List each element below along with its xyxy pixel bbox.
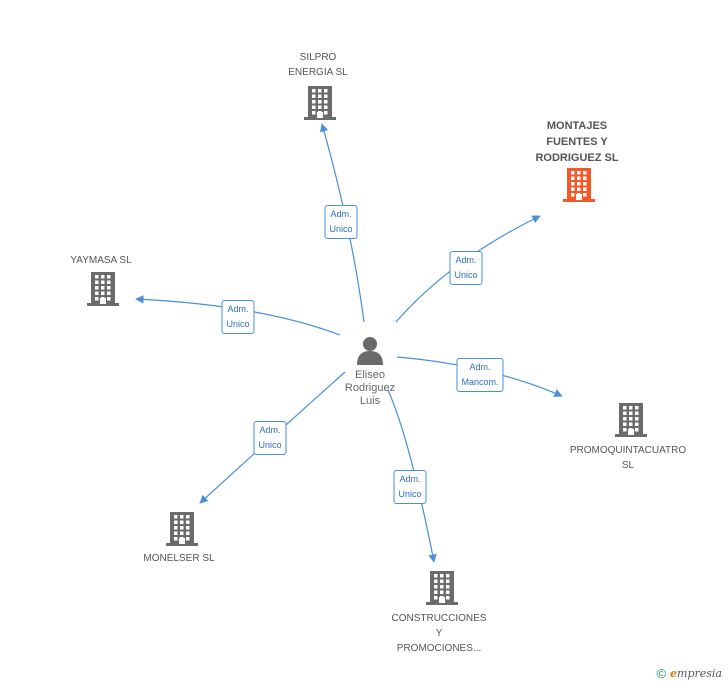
- copyright-symbol: ©: [656, 666, 667, 681]
- building-icon: [615, 403, 647, 442]
- person-icon: [357, 337, 383, 365]
- building-icon: [426, 571, 458, 610]
- edge-label-yaymasa[interactable]: Adm. Unico: [221, 300, 255, 334]
- copyright-footer: © empresia: [656, 666, 722, 681]
- edge-label-construcciones[interactable]: Adm. Unico: [393, 470, 427, 504]
- company-name[interactable]: MONELSER SL: [143, 553, 215, 564]
- edge-label-silpro[interactable]: Adm. Unico: [324, 205, 358, 239]
- company-name[interactable]: SILPRO ENERGIA SL: [288, 52, 348, 78]
- edge-label-monelser[interactable]: Adm. Unico: [253, 421, 287, 455]
- company-name[interactable]: PROMOQUINTACUATRO SL: [569, 445, 687, 471]
- building-icon: [563, 168, 595, 207]
- company-name[interactable]: YAYMASA SL: [70, 255, 132, 266]
- company-name[interactable]: MONTAJES FUENTES Y RODRIGUEZ SL: [535, 120, 619, 164]
- building-icon: [304, 86, 336, 125]
- edge-construcciones: [387, 389, 437, 563]
- company-name[interactable]: CONSTRUCCIONES Y PROMOCIONES...: [391, 613, 487, 654]
- building-icon: [87, 272, 119, 311]
- edge-label-montajes[interactable]: Adm. Unico: [449, 251, 483, 285]
- edge-label-promoquinta[interactable]: Adm. Mancom.: [456, 358, 504, 392]
- brand-logo: empresia: [670, 667, 722, 680]
- person-name: Eliseo Rodriguez Luis: [344, 369, 396, 407]
- building-icon: [166, 512, 198, 551]
